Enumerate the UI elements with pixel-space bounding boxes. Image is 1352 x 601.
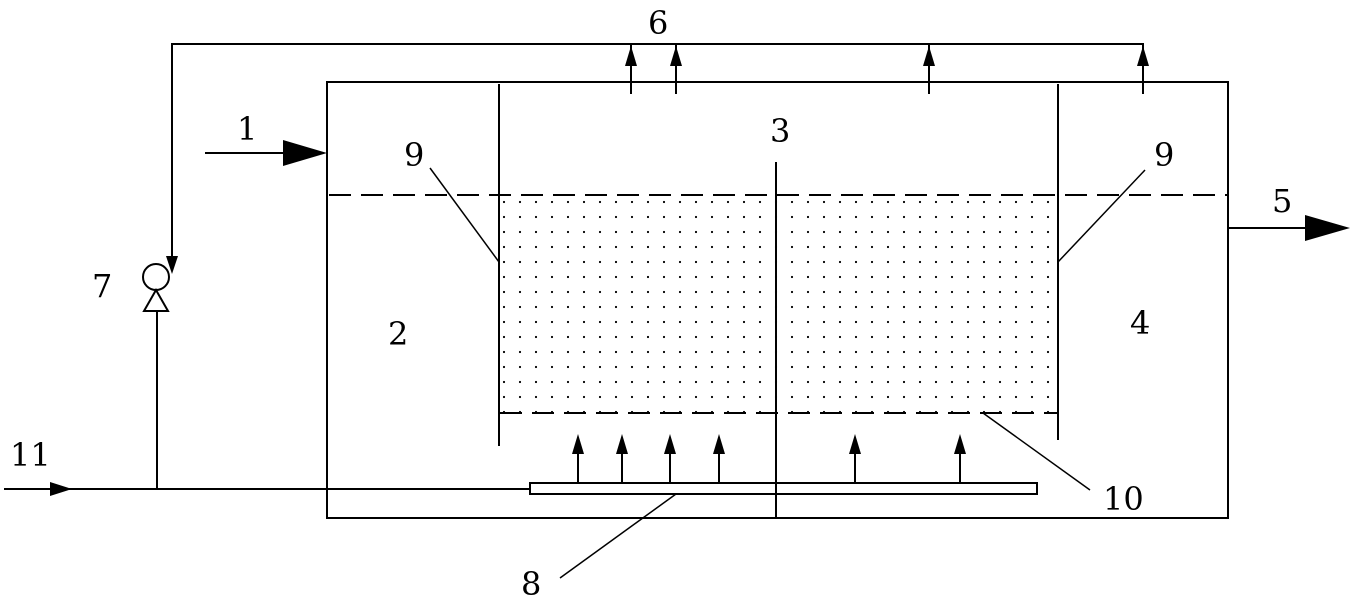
air-inlet-arrow [50, 482, 72, 496]
label-zone-right: 4 [1130, 304, 1150, 342]
tank-outline [326, 81, 1229, 519]
label-outlet: 5 [1272, 182, 1292, 220]
aerator-bar [529, 482, 1038, 495]
label-zone-center: 3 [770, 112, 790, 150]
gas-arrow-3 [923, 46, 935, 66]
gas-arrow-4 [1137, 46, 1149, 66]
label-air-in: 11 [10, 436, 51, 474]
label-bed-support: 10 [1103, 480, 1144, 518]
leader-baffle-right [1057, 169, 1146, 263]
pump-inlet-arrow [166, 256, 178, 274]
gas-arrow-2 [670, 46, 682, 66]
leader-bed-support [982, 412, 1091, 491]
gas-arrow-1 [625, 46, 637, 66]
aeration-arrows [572, 434, 966, 483]
pump-icon [142, 263, 170, 291]
pump-base [142, 287, 170, 312]
packed-media-bed [500, 196, 1058, 412]
leader-aerator [559, 493, 677, 579]
label-baffle-right: 9 [1154, 136, 1174, 174]
leader-baffle-left [429, 167, 500, 263]
label-zone-left: 2 [388, 315, 408, 353]
label-aerator: 8 [521, 565, 541, 601]
label-gas-out: 6 [648, 4, 668, 42]
label-baffle-left: 9 [404, 136, 424, 174]
inlet-arrow-head [283, 140, 327, 166]
label-pump: 7 [92, 267, 112, 305]
label-inlet: 1 [237, 110, 257, 148]
outlet-arrow-head [1305, 215, 1350, 241]
